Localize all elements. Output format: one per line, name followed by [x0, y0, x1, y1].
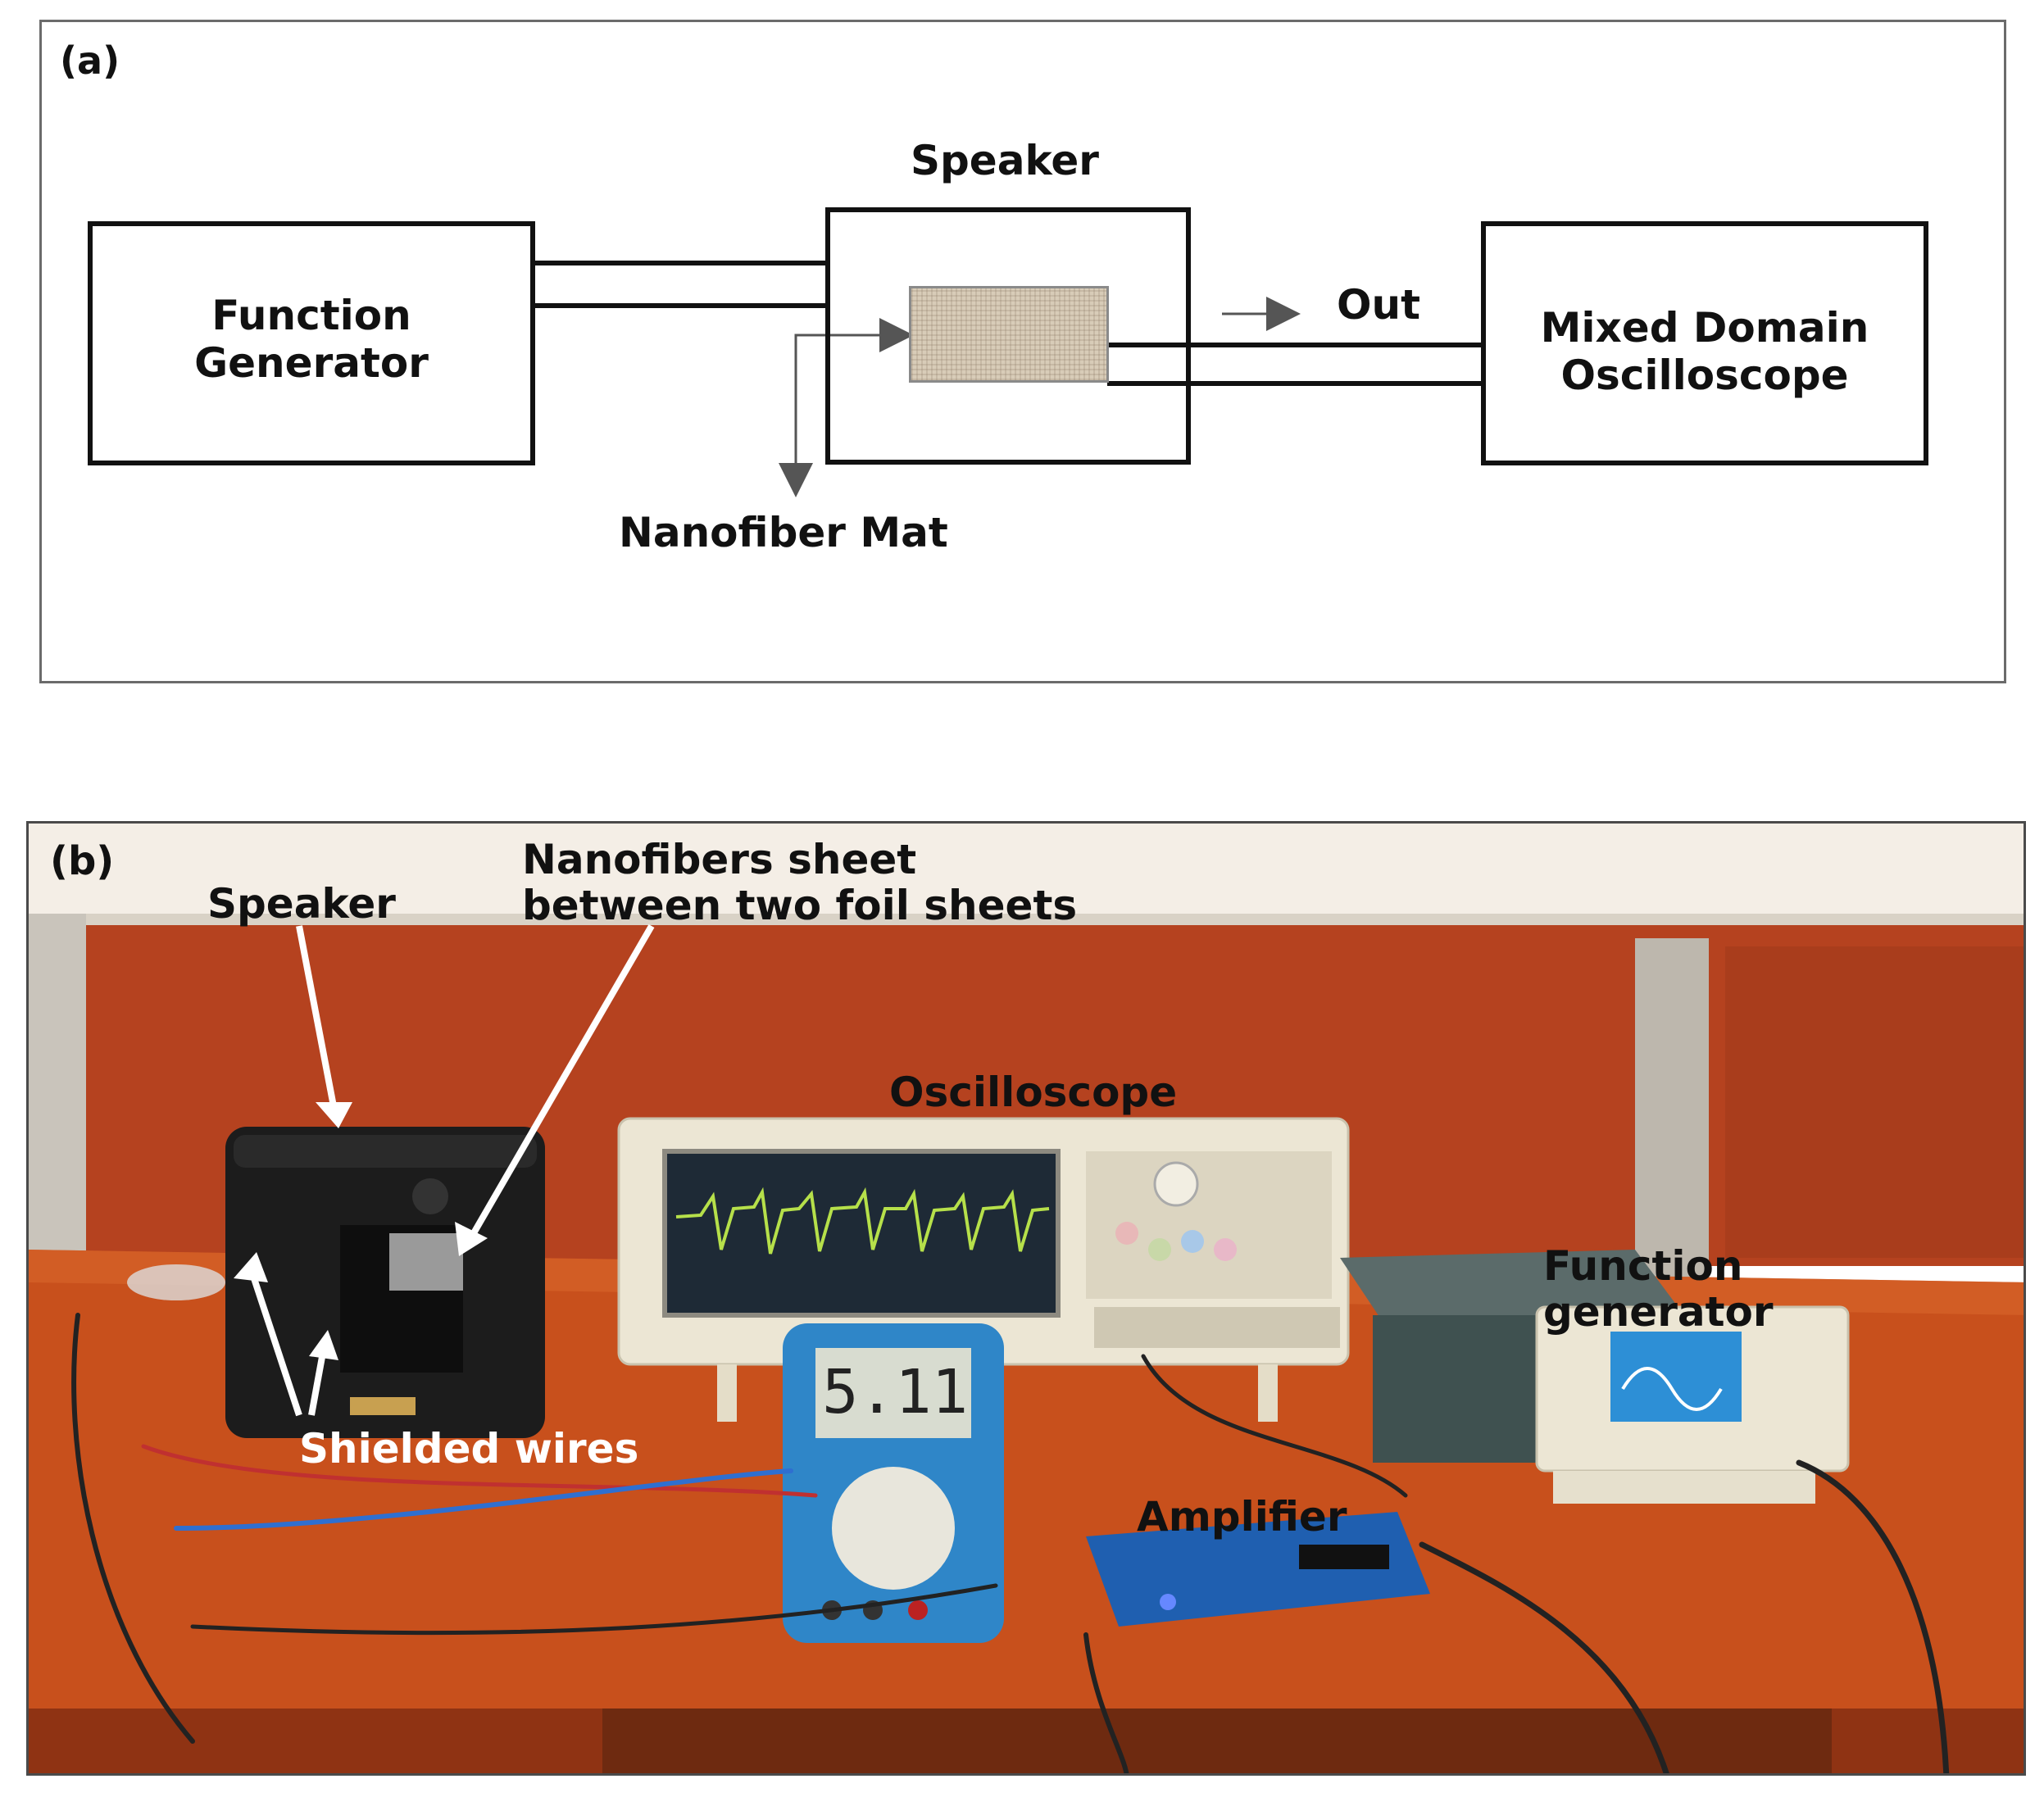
oscilloscope-photo-label: Oscilloscope [889, 1069, 1178, 1116]
amplifier-photo-label: Amplifier [1137, 1493, 1347, 1541]
panel-a-block-diagram: (a) Function Generator Speaker Out Mixed… [39, 20, 2006, 683]
scope-waveform [675, 1187, 1050, 1255]
panel-b-label: (b) [50, 838, 115, 884]
speaker-title: Speaker [911, 137, 1099, 184]
amplifier [1086, 1512, 1430, 1627]
out-label: Out [1337, 281, 1421, 329]
function-generator-line2: Generator [194, 339, 429, 387]
speaker-photo-label: Speaker [207, 880, 396, 928]
shielded-wires-label: Shielded wires [299, 1425, 639, 1473]
multimeter-reading: 5.11 [822, 1357, 969, 1427]
function-generator-line1: Function [211, 292, 411, 339]
function-generator [1340, 1250, 1850, 1504]
annotation-arrows [234, 923, 655, 1417]
speaker-box [825, 207, 1191, 465]
function-generator-line2-b: generator [1543, 1288, 1774, 1336]
function-generator-box: Function Generator [88, 221, 535, 465]
nanofibers-sheet-line1: Nanofibers sheet [522, 836, 917, 883]
oscilloscope [617, 1117, 1350, 1422]
nanofiber-mat [909, 286, 1109, 383]
nanofiber-mat-label: Nanofiber Mat [619, 509, 948, 556]
panel-b-setup-photo: (b) Speaker Nanofibers sheet between two… [26, 821, 2026, 1776]
mixed-domain-oscilloscope-box: Mixed Domain Oscilloscope [1481, 221, 1928, 465]
mixed-domain-line2: Oscilloscope [1560, 352, 1849, 399]
mixed-domain-line1: Mixed Domain [1540, 304, 1869, 352]
function-generator-photo-label: Function generator [1543, 1243, 1774, 1335]
setup-photo-illustration [29, 824, 2024, 1773]
cables [71, 1313, 1950, 1773]
nanofibers-sheet-line2: between two foil sheets [522, 882, 1078, 929]
multimeter [783, 1323, 1004, 1643]
function-generator-line1-b: Function [1543, 1242, 1743, 1290]
panel-a-connections [534, 261, 1484, 497]
speaker [225, 1127, 545, 1438]
nanofibers-sheet-label: Nanofibers sheet between two foil sheets [522, 837, 1077, 928]
panel-a-label: (a) [60, 39, 120, 83]
